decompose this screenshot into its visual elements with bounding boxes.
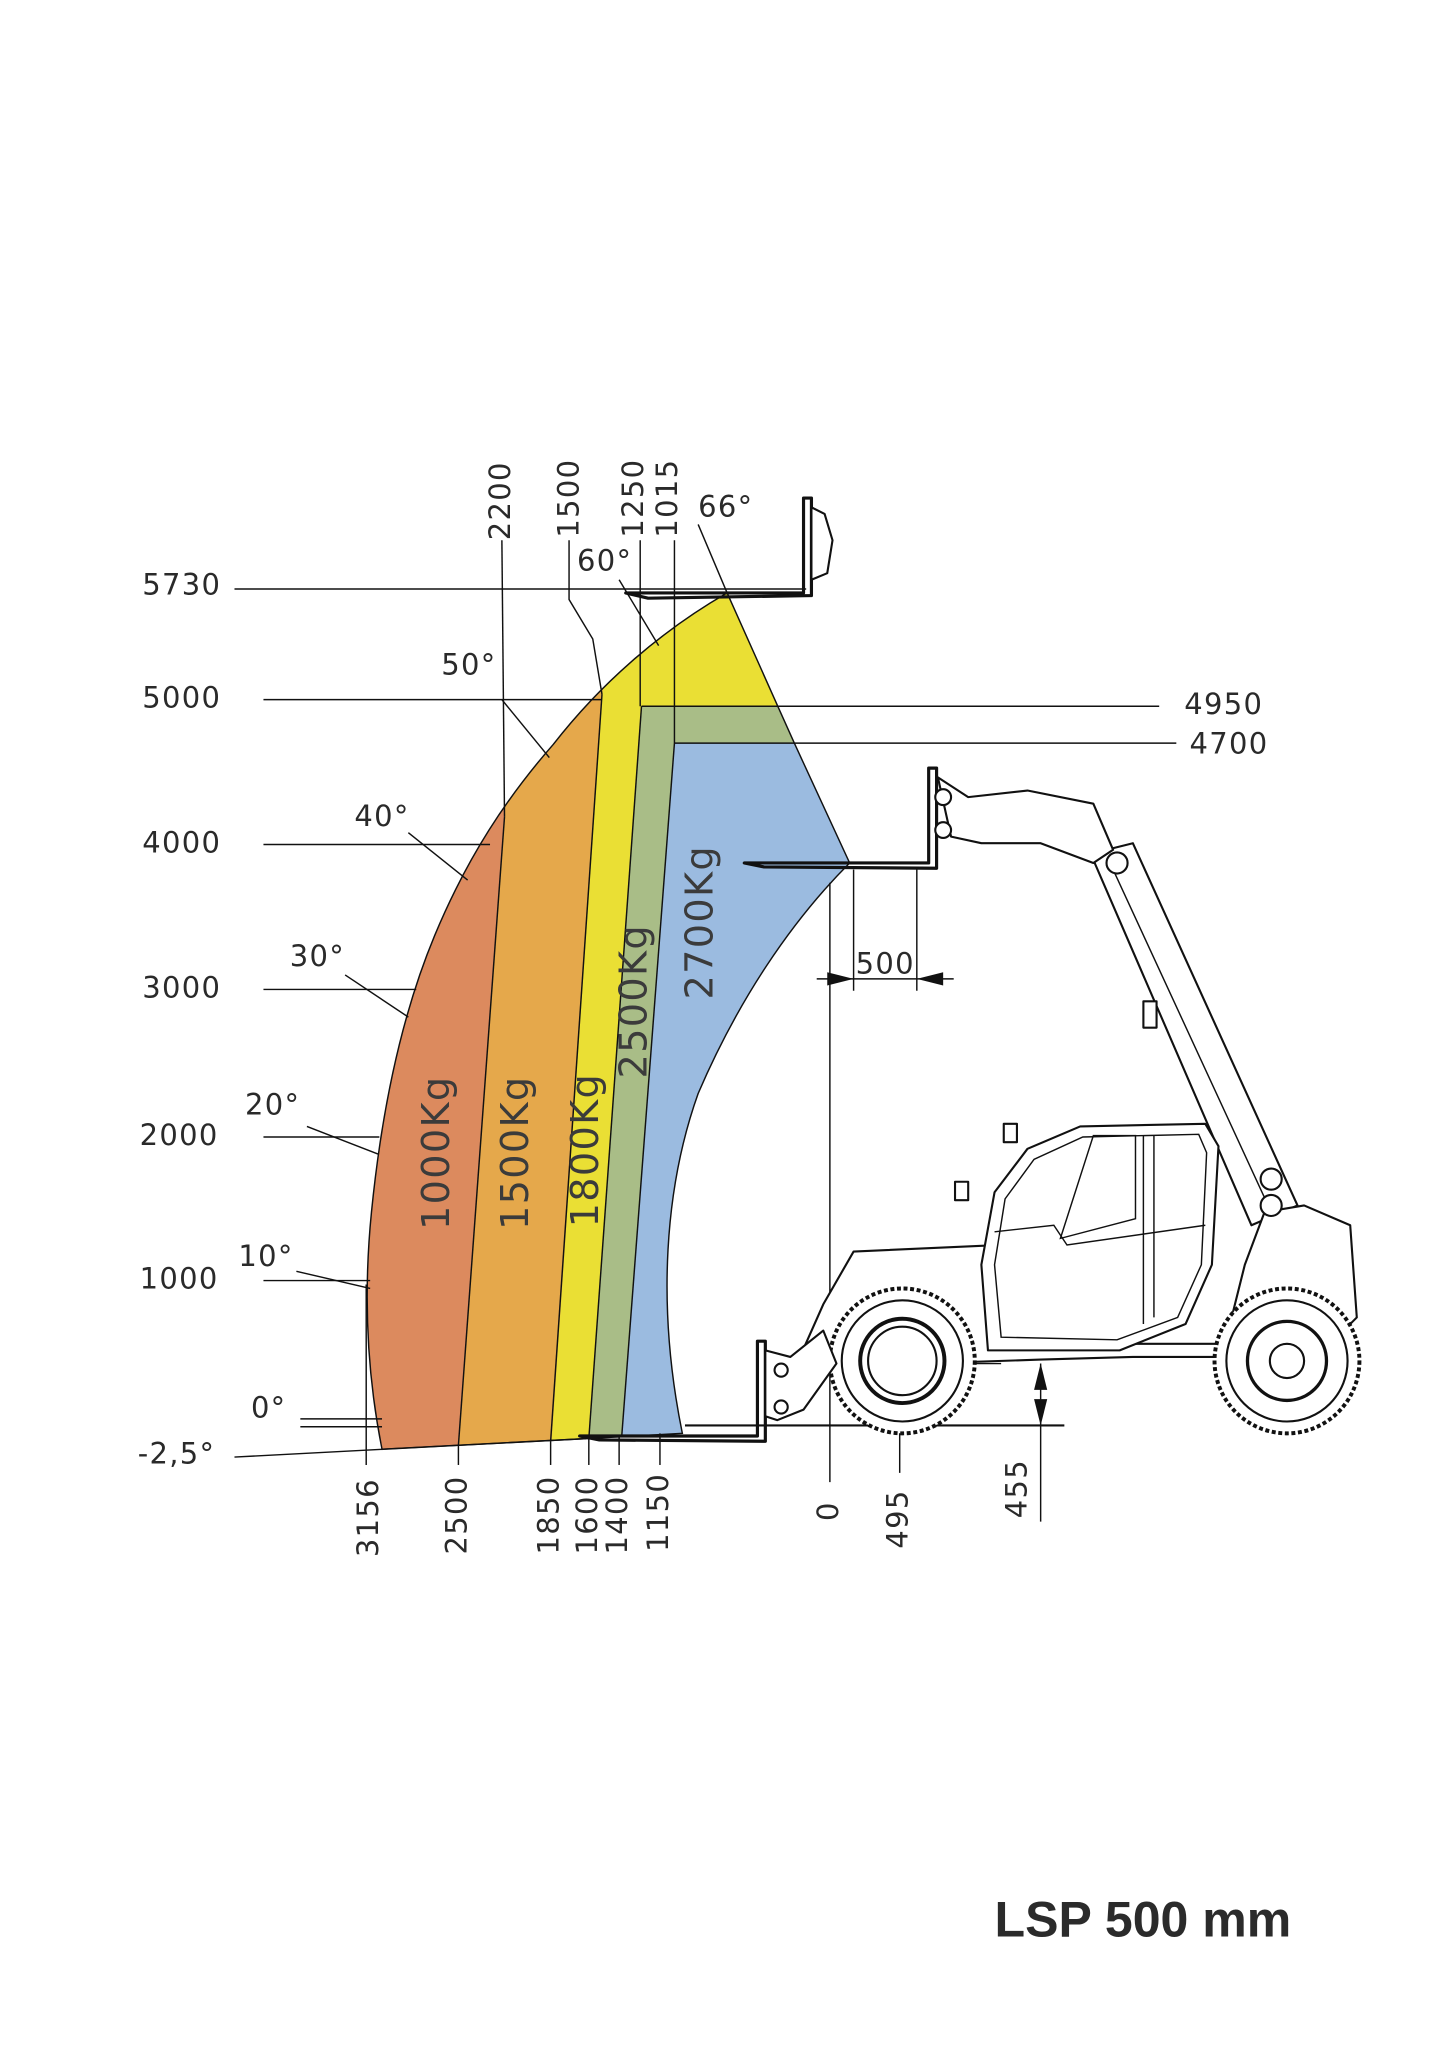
bottom-reach-label: 495 (881, 1489, 915, 1548)
height-label: 5000 (142, 681, 221, 715)
angle-label: -2,5° (138, 1437, 216, 1471)
fork-bottom (578, 1339, 767, 1443)
zone-label: 1500Kg (494, 1076, 538, 1230)
title: LSP 500 mm (995, 1892, 1292, 1948)
zone-label: 1000Kg (415, 1076, 459, 1230)
top-reach-label: 1500 (551, 459, 585, 538)
angle-label: 66° (698, 490, 753, 524)
height-label: 5730 (142, 567, 221, 601)
bottom-reach-label: 1150 (641, 1473, 675, 1552)
bottom-reach-label: 455 (999, 1459, 1033, 1518)
load-center-label: 500 (856, 947, 915, 981)
zone-label: 2700Kg (679, 845, 723, 999)
angle-label: 10° (238, 1239, 293, 1273)
angle-label: 50° (441, 648, 496, 682)
angle-label: 20° (245, 1088, 300, 1122)
right-height-label: 4950 (1184, 687, 1263, 721)
height-label: 4000 (142, 826, 221, 860)
envelope-outline (366, 591, 851, 1450)
bottom-reach-label: 2500 (439, 1476, 473, 1555)
telehandler-drawing (764, 776, 1362, 1436)
zone-label: 2500Kg (613, 924, 657, 1078)
top-reach-label: 1250 (616, 459, 650, 538)
height-label: 2000 (140, 1118, 219, 1152)
angle-label: 0° (251, 1391, 287, 1425)
bottom-reach-label: 3156 (351, 1478, 385, 1557)
height-label: 1000 (140, 1262, 219, 1296)
angle-label: 60° (577, 544, 632, 578)
top-reach-label: 2200 (483, 461, 517, 540)
zone-label: 1800Kg (564, 1073, 608, 1227)
bottom-reach-label: 1400 (600, 1476, 634, 1555)
fork-mid (742, 766, 939, 870)
right-height-label: 4700 (1190, 727, 1269, 761)
top-reach-label: 1015 (650, 459, 684, 538)
angle-label: 30° (290, 939, 345, 973)
height-label: 3000 (142, 970, 221, 1004)
bottom-reach-label: 0 (811, 1501, 845, 1521)
bottom-reach-label: 1600 (570, 1476, 604, 1555)
fork-top (624, 496, 814, 600)
fork-positions (578, 496, 939, 1443)
leader-lines (234, 524, 1177, 1522)
bottom-reach-label: 1850 (532, 1476, 566, 1555)
angle-label: 40° (354, 799, 409, 833)
